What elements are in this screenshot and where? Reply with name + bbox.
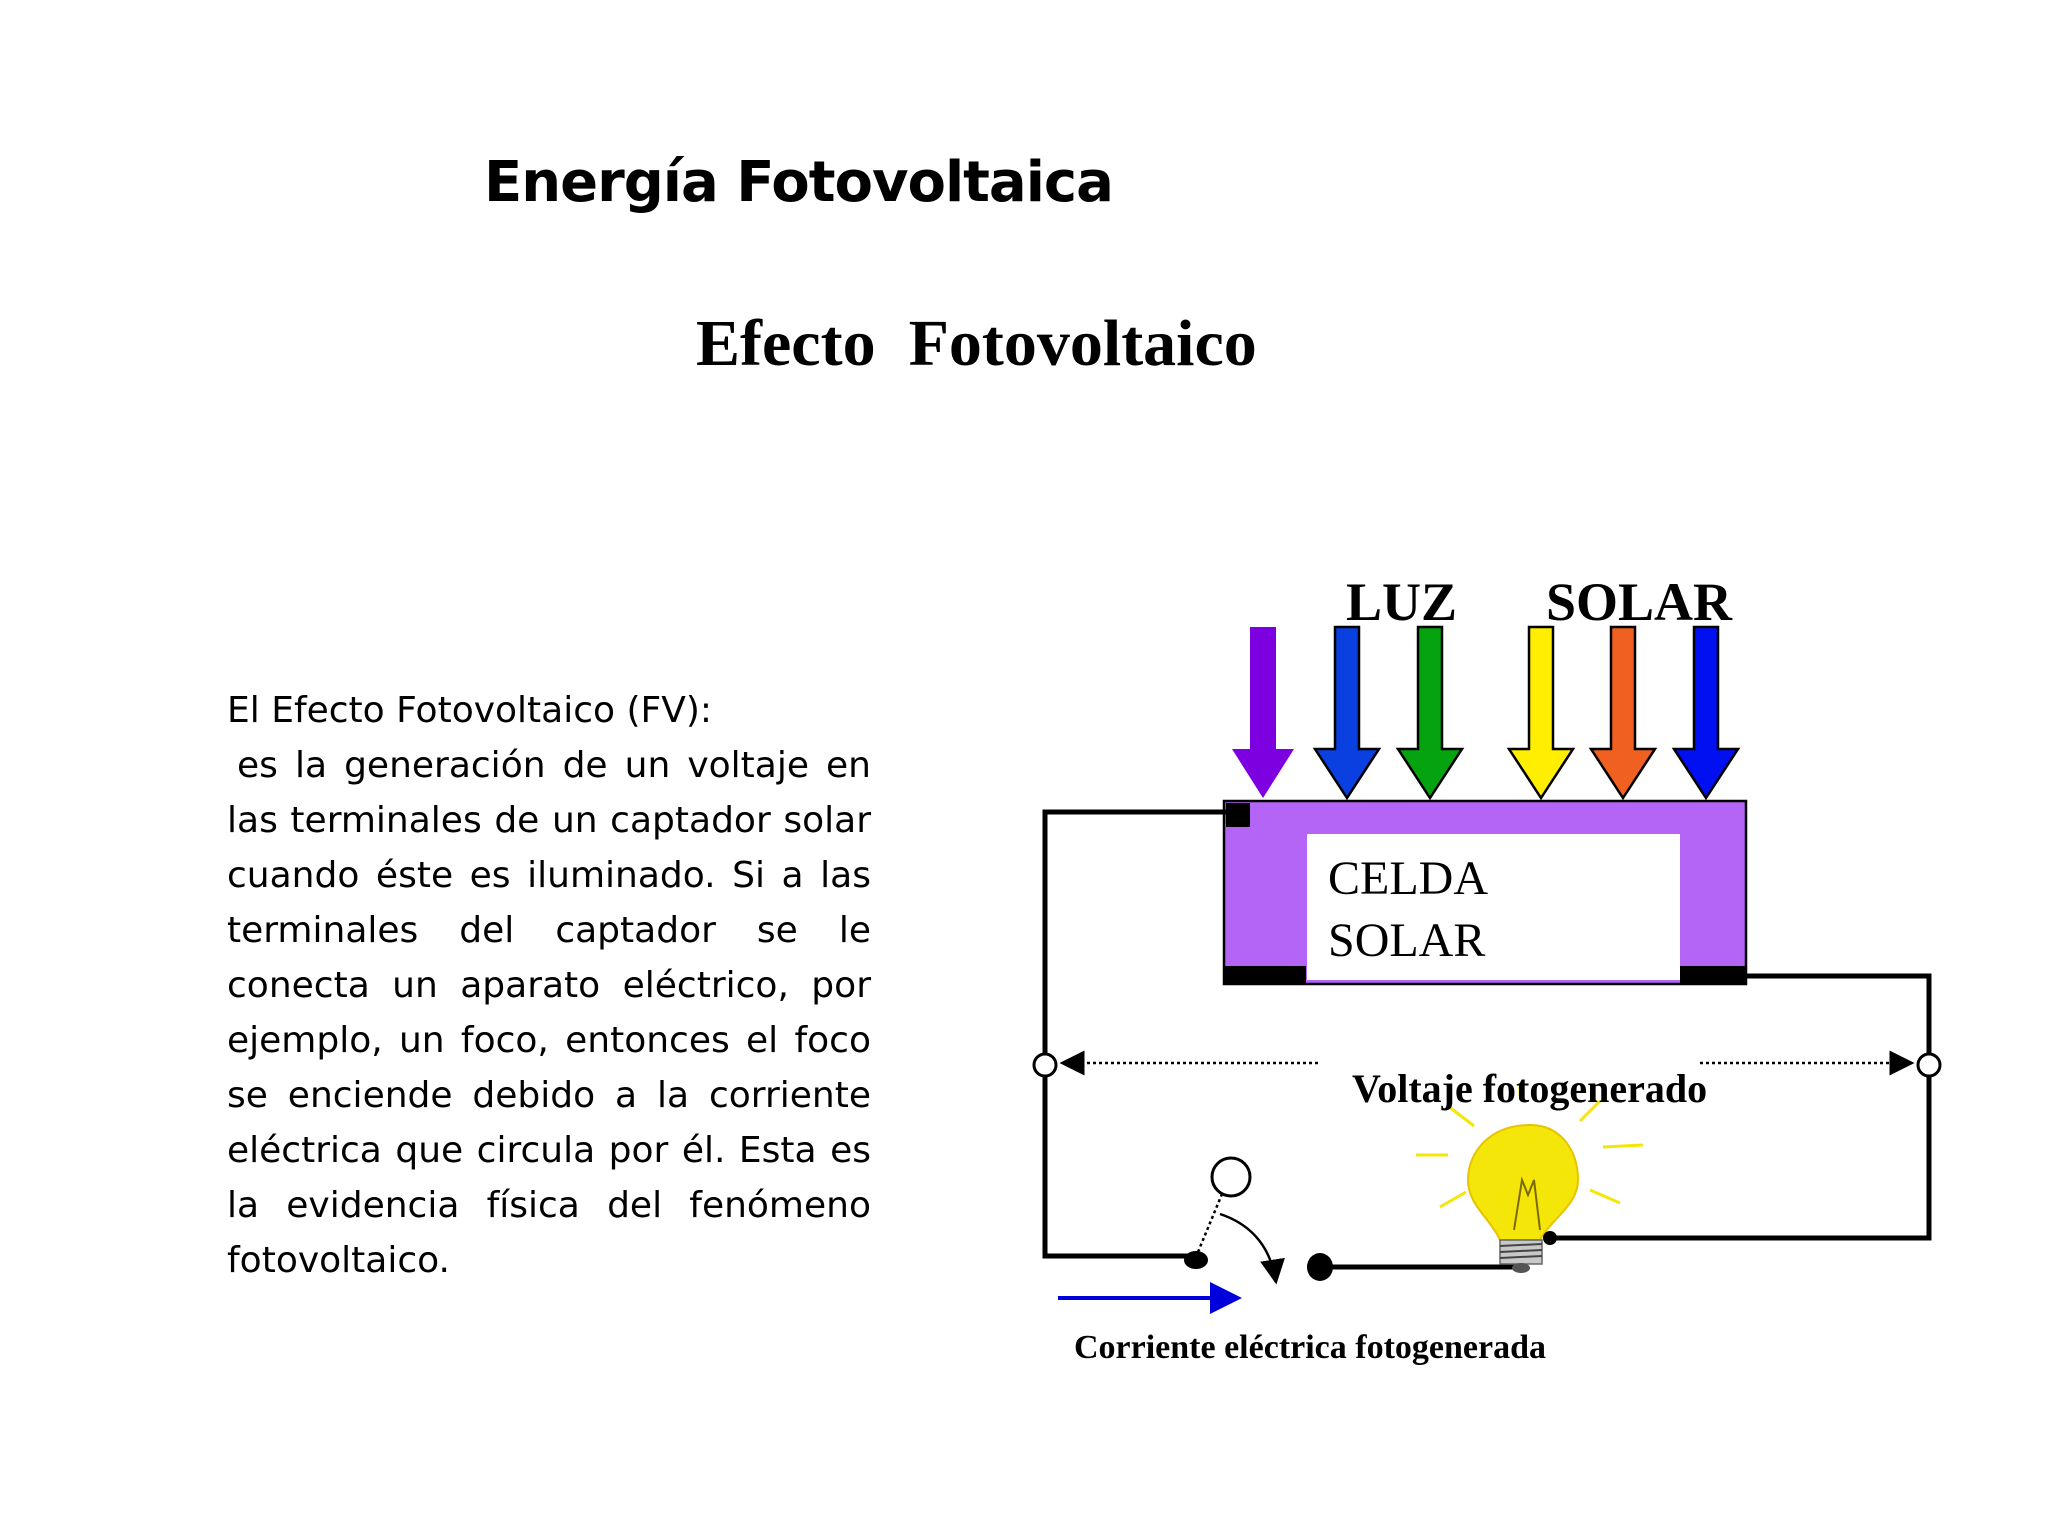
terminal-right — [1916, 1052, 1942, 1078]
switch-lever — [1196, 1193, 1224, 1253]
cell-terminal-bottom-left — [1224, 966, 1306, 984]
cell-terminal-bottom-right — [1680, 966, 1746, 984]
cell-label-line1: CELDA — [1328, 852, 1488, 905]
cell-label-box — [1307, 834, 1680, 980]
light-arrow-yellow — [1506, 625, 1576, 801]
slide-title: Energía Fotovoltaica — [484, 150, 1114, 215]
description-paragraph: El Efecto Fotovoltaico (FV): es la gener… — [227, 683, 871, 1288]
light-label-luz: LUZ — [1346, 572, 1457, 632]
switch-lever-knob — [1210, 1156, 1252, 1198]
solar-cell: CELDA SOLAR — [1222, 799, 1748, 986]
wire-left — [1042, 809, 1226, 1259]
description-text: es la generación de un voltaje en las te… — [227, 745, 871, 1281]
switch-pivot — [1184, 1251, 1208, 1269]
switch — [1184, 1156, 1333, 1285]
bulb-contact — [1543, 1231, 1557, 1245]
light-arrow-dark-blue — [1671, 625, 1741, 801]
description-lead: El Efecto Fotovoltaico (FV): — [227, 690, 713, 731]
current-label: Corriente eléctrica fotogenerada — [1074, 1329, 1546, 1366]
voltage-label: Voltaje fotogenerado — [1352, 1066, 1707, 1111]
light-arrow-violet — [1232, 627, 1294, 798]
cell-label-line2: SOLAR — [1328, 914, 1485, 967]
switch-contact — [1307, 1253, 1333, 1281]
terminal-left — [1032, 1052, 1058, 1078]
light-label-solar: SOLAR — [1546, 572, 1733, 632]
circuit-wires — [1042, 809, 1932, 1270]
light-arrow-green — [1395, 625, 1465, 801]
cell-terminal-top — [1226, 803, 1250, 827]
light-arrows — [1232, 625, 1741, 801]
switch-motion-arrow — [1219, 1212, 1285, 1285]
light-arrow-blue — [1312, 625, 1382, 801]
light-bulb-icon — [1416, 1083, 1644, 1273]
wire-right — [1550, 973, 1932, 1241]
slide-subtitle: Efecto Fotovoltaico — [696, 307, 1257, 380]
light-arrow-orange — [1588, 625, 1658, 801]
